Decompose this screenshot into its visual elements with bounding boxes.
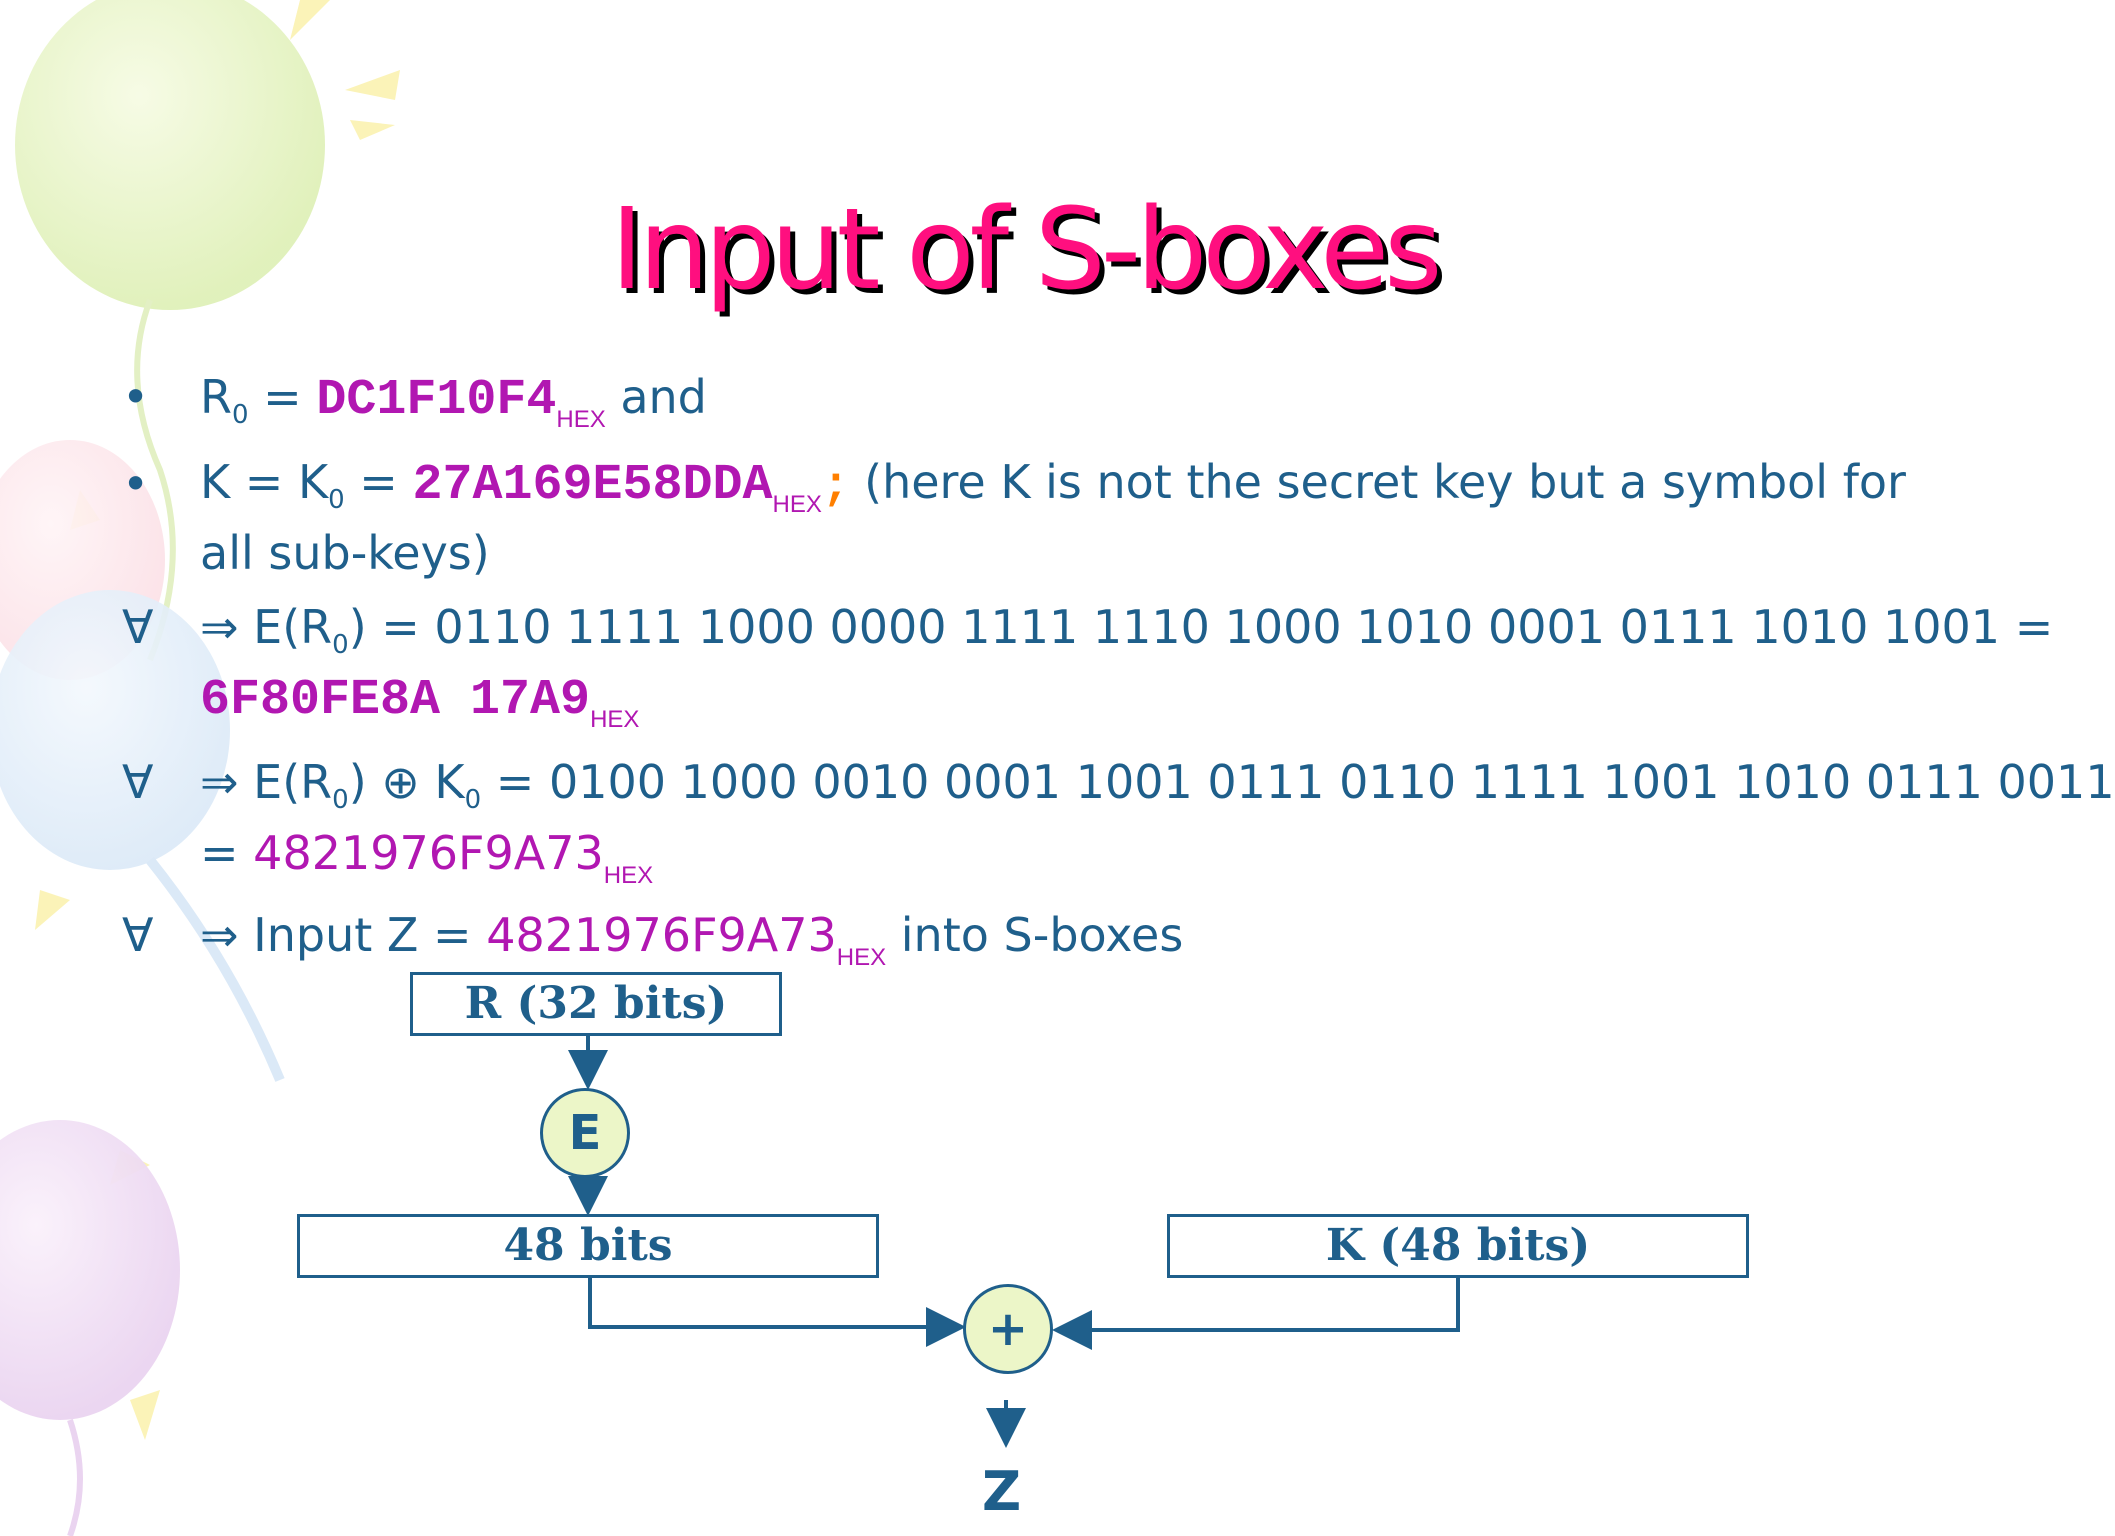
xor-hex: HEX [603,862,654,889]
k-eq: = [344,455,413,509]
r-32bits-box: R (32 bits) [410,972,782,1036]
line-k0: K = K0 = 27A169E58DDAHEX; (here K is not… [200,455,1906,519]
k-label: K = K [200,455,329,509]
bullet-forall-5: ∀ [122,908,154,962]
k0-value: 27A169E58DDA [412,457,773,514]
xor-bits: = 0100 1000 0010 0001 1001 0111 0110 111… [481,755,2115,809]
k0-hex: HEX [772,491,822,518]
line-e-r0-cont: 6F80FE8A 17A9HEX [200,670,639,734]
line-xor: ⇒ E(R0) ⊕ K0 = 0100 1000 0010 0001 1001 … [200,755,2115,815]
implies-4: ⇒ [200,755,239,809]
e-sub: 0 [332,630,349,660]
k-sub: 0 [328,485,345,515]
k-tail: (here K is not the secret key but a symb… [849,455,1906,509]
xor-mid: ) ⊕ K [348,755,465,809]
r0-hex: HEX [556,406,606,433]
r-tail: and [605,370,707,424]
e-r0-hex: HEX [590,706,640,733]
z-lead: Input Z = [238,908,487,962]
xor-sub: 0 [332,785,349,815]
r-eq: = [248,370,317,424]
r0-value: DC1F10F4 [316,372,557,429]
semicolon: ; [821,460,850,512]
e-lead: E(R [238,600,333,654]
implies-5: ⇒ [200,908,239,962]
bullet-dot-2: • [122,457,150,511]
z-hex: HEX [836,944,887,971]
r-sub: 0 [231,400,249,430]
line-input-z: ⇒ Input Z = 4821976F9A73HEX into S-boxes [200,908,1183,972]
xor-sub2: 0 [464,785,482,815]
xor-cont-eq: = [200,826,254,880]
diagram-connectors [568,1036,1460,1448]
e-bits: ) = 0110 1111 1000 0000 1111 1110 1000 1… [348,600,2054,654]
xor-lead: E(R [238,755,333,809]
z-output-label: Z [982,1460,1022,1523]
slide-title: Input of S-boxes [610,185,1443,315]
xor-circle: + [963,1284,1053,1374]
r-label: R [200,370,232,424]
bullet-forall-4: ∀ [122,755,154,809]
z-tail: into S-boxes [886,908,1184,962]
bullet-forall-3: ∀ [122,600,154,654]
implies-3: ⇒ [200,600,239,654]
balloon-background [0,0,400,1536]
line-r0: R0 = DC1F10F4HEX and [200,370,707,434]
e-r0-value: 6F80FE8A 17A9 [200,672,591,729]
z-value: 4821976F9A73 [486,908,837,962]
line-e-r0: ⇒ E(R0) = 0110 1111 1000 0000 1111 1110 … [200,600,2053,660]
xor-value: 4821976F9A73 [253,826,604,880]
line-xor-cont: = 4821976F9A73HEX [200,826,653,890]
line-k0-cont: all sub-keys) [200,526,490,580]
bullet-dot-1: • [122,370,150,424]
48bits-box: 48 bits [297,1214,879,1278]
e-expansion-circle: E [540,1088,630,1178]
k-48bits-box: K (48 bits) [1167,1214,1749,1278]
